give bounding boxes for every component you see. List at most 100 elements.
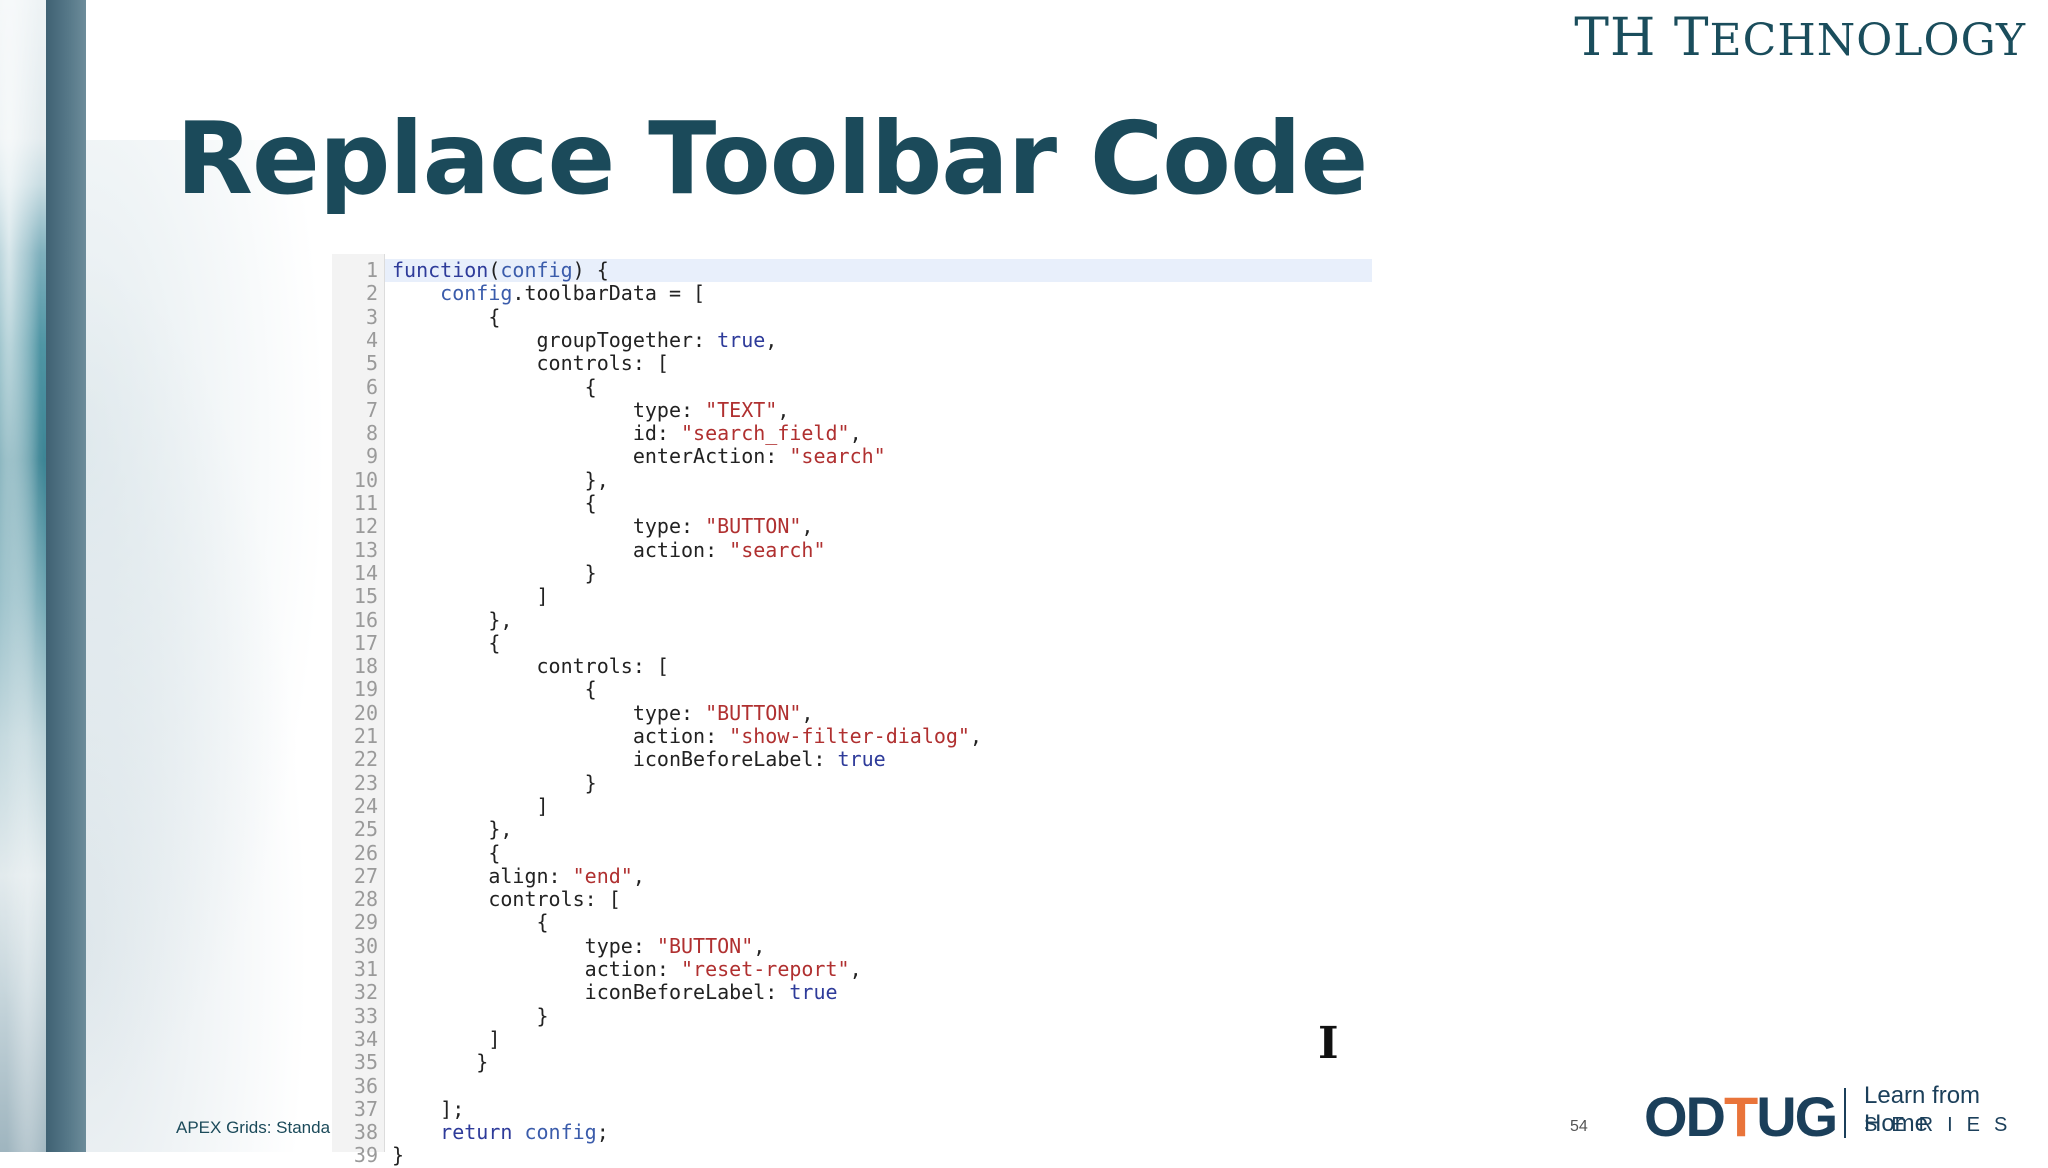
code-line: 39}: [332, 1143, 1372, 1168]
code-line: 17 {: [332, 630, 1372, 655]
code-token: (: [488, 258, 501, 282]
line-number: 29: [353, 910, 378, 935]
brand-name: TH TECHNOLOGY: [1574, 8, 2026, 68]
code-token: ]: [392, 1026, 501, 1051]
code-token: action:: [392, 537, 730, 562]
code-line: 18 controls: [: [332, 654, 1372, 679]
code-line: 16 },: [332, 607, 1372, 632]
code-token: {: [392, 840, 501, 865]
code-token: "BUTTON": [705, 700, 802, 725]
code-token: groupTogether:: [392, 327, 718, 352]
code-token: "reset-report": [680, 957, 850, 981]
code-token: }: [392, 1143, 405, 1168]
code-line: 19 {: [332, 677, 1372, 702]
code-token: {: [392, 491, 597, 515]
line-number: 2: [365, 281, 378, 306]
code-token: ,: [801, 514, 814, 539]
slide-title: Replace Toolbar Code: [176, 100, 1368, 217]
code-token: ,: [777, 397, 790, 422]
code-token: ,: [632, 863, 645, 888]
line-number: 16: [353, 607, 378, 632]
code-line: 10 },: [332, 467, 1372, 492]
line-number: 22: [353, 747, 378, 772]
code-line: 4 groupTogether: true,: [332, 327, 1372, 352]
line-number: 6: [365, 374, 378, 399]
line-number: 27: [353, 863, 378, 888]
line-number: 32: [353, 980, 378, 1005]
code-line: 14 }: [332, 560, 1372, 585]
code-token: ,: [849, 957, 862, 981]
code-line: 30 type: "BUTTON",: [332, 933, 1372, 958]
code-line: 29 {: [332, 910, 1372, 935]
code-token: },: [392, 817, 513, 842]
code-token: ,: [801, 700, 814, 725]
code-line: 32 iconBeforeLabel: true: [332, 980, 1372, 1005]
logo-tagline: Learn from Home: [1864, 1082, 1981, 1137]
line-number: 17: [353, 630, 378, 655]
code-token: {: [392, 374, 597, 399]
code-line: 34 ]: [332, 1026, 1372, 1051]
line-number: 21: [353, 724, 378, 748]
line-number: 39: [353, 1143, 378, 1168]
line-number: 37: [353, 1096, 378, 1121]
code-line: 27 align: "end",: [332, 863, 1372, 888]
code-token: ]: [392, 584, 549, 609]
code-token: ;: [596, 1120, 609, 1145]
code-token: "show-filter-dialog": [729, 724, 970, 748]
code-token: iconBeforeLabel:: [392, 747, 838, 772]
code-line: 25 },: [332, 817, 1372, 842]
line-number: 18: [353, 654, 378, 679]
code-token: controls: [: [392, 654, 669, 679]
code-token: type:: [392, 700, 706, 725]
code-token: config: [440, 281, 513, 306]
code-token: {: [392, 304, 501, 329]
line-number: 34: [353, 1026, 378, 1051]
code-line: 13 action: "search": [332, 537, 1372, 562]
line-number: 9: [365, 444, 378, 469]
active-line-highlight: [385, 259, 1372, 282]
logo-series: SERIES: [1864, 1114, 2022, 1136]
code-line: 20 type: "BUTTON",: [332, 700, 1372, 725]
line-number: 8: [365, 421, 378, 446]
line-number: 5: [365, 351, 378, 376]
code-token: }: [392, 560, 597, 585]
slide-footer: APEX Grids: Standa: [176, 1118, 331, 1137]
logo-divider: [1844, 1088, 1846, 1138]
code-line: 21 action: "show-filter-dialog",: [332, 724, 1372, 748]
code-line: 35 }: [332, 1050, 1372, 1074]
code-token: "BUTTON": [705, 514, 802, 539]
code-token: [512, 1120, 524, 1144]
vertical-accent-bar: [46, 0, 86, 1152]
code-line: 37 ];: [332, 1096, 1372, 1121]
odtug-wordmark-a: OD: [1644, 1085, 1726, 1148]
code-token: action:: [392, 957, 681, 981]
code-token: },: [392, 467, 609, 492]
code-token: "BUTTON": [656, 933, 754, 958]
code-token: true: [717, 327, 766, 352]
line-number: 23: [353, 770, 378, 795]
code-token: id:: [392, 421, 681, 446]
code-token: "search": [729, 537, 826, 562]
code-line: 28 controls: [: [332, 887, 1372, 911]
code-token: config: [500, 258, 573, 282]
code-line: 15 ]: [332, 584, 1372, 609]
code-token: ];: [392, 1096, 465, 1121]
code-token: ) {: [572, 258, 609, 282]
line-number: 11: [353, 491, 378, 515]
line-number: 19: [353, 677, 378, 702]
code-token: [392, 1120, 440, 1144]
line-number: 3: [365, 304, 378, 329]
code-token: {: [392, 677, 597, 702]
line-number: 13: [353, 537, 378, 562]
line-number: 30: [353, 933, 378, 958]
code-line: 23 }: [332, 770, 1372, 795]
brand-rest: ECHNOLOGY: [1709, 15, 2026, 66]
odtug-wordmark: ODTUG: [1644, 1084, 1838, 1149]
code-token: {: [392, 910, 549, 935]
code-line: 7 type: "TEXT",: [332, 397, 1372, 422]
code-token: {: [392, 630, 501, 655]
code-token: type:: [392, 933, 657, 958]
code-line: 6 {: [332, 374, 1372, 399]
